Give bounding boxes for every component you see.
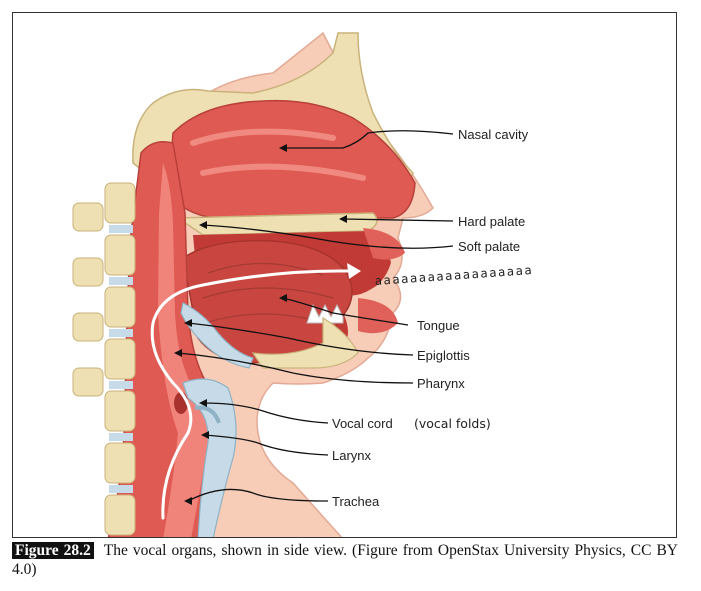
airflow-arrowhead	[347, 263, 361, 279]
larynx-cartilage	[182, 378, 237, 537]
airway-channel	[158, 163, 208, 537]
label-hard-palate: Hard palate	[458, 214, 525, 229]
vocal-organs-diagram: aaaaaaaaaaaaaaaaaa Nasal cavity Hard pal…	[72, 31, 534, 537]
label-vocal-folds: (vocal folds)	[414, 416, 491, 431]
label-tongue: Tongue	[417, 318, 460, 333]
leader-arrowheads	[174, 144, 347, 505]
label-vocal-cord: Vocal cord	[332, 416, 393, 431]
label-larynx: Larynx	[332, 448, 372, 463]
upper-lip	[363, 228, 405, 260]
label-pharynx: Pharynx	[417, 376, 465, 391]
label-nasal-cavity: Nasal cavity	[458, 127, 529, 142]
figure-number: Figure 28.2	[12, 542, 94, 559]
jaw-bone	[251, 316, 359, 369]
spine	[72, 182, 136, 536]
airflow-path	[150, 269, 355, 520]
label-epiglottis: Epiglottis	[417, 348, 470, 363]
epiglottis	[180, 302, 254, 369]
leader-lines	[177, 130, 454, 502]
lower-lip	[358, 298, 398, 334]
label-trachea: Trachea	[332, 494, 380, 509]
nasal-cavity	[167, 99, 416, 219]
label-soft-palate: Soft palate	[458, 239, 520, 254]
figure-frame: aaaaaaaaaaaaaaaaaa Nasal cavity Hard pal…	[12, 12, 677, 538]
caption-text: The vocal organs, shown in side view. (F…	[12, 542, 679, 578]
